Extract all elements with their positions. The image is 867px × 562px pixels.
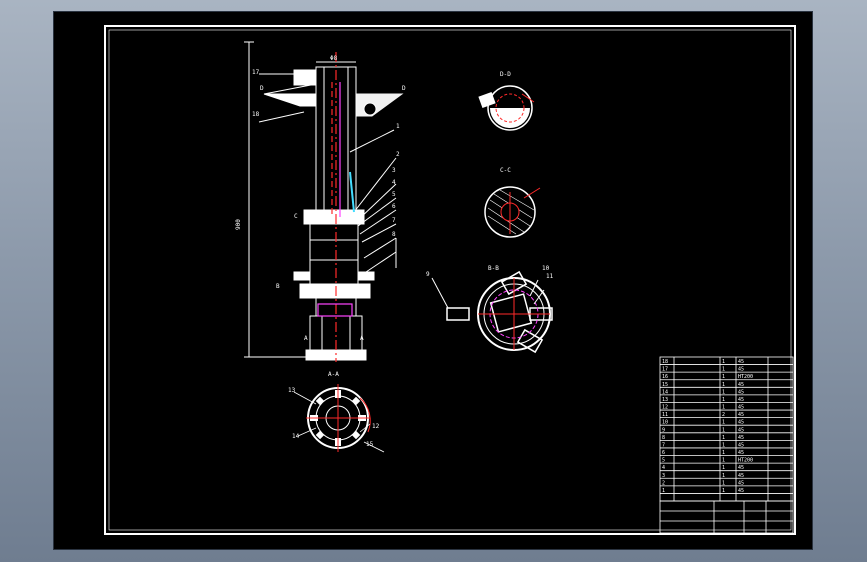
parts-table-cell: 1 [722, 480, 725, 486]
parts-table-cell: 1 [722, 420, 725, 426]
leader-3: 3 [392, 167, 396, 174]
leader-2: 2 [396, 151, 400, 158]
parts-table-cell: 45 [738, 488, 744, 494]
parts-table-cell: 1 [722, 427, 725, 433]
main-view-marks: D D C B A A Φ8 900 17 18 1 2 3 4 5 6 7 8 [235, 55, 406, 342]
leader-4: 4 [392, 179, 396, 186]
parts-table-cell: 45 [738, 389, 744, 395]
section-dd-view: D-D [478, 71, 535, 131]
parts-table-cell: 1 [722, 389, 725, 395]
leader-14: 14 [292, 433, 300, 440]
parts-table-cell: 6 [662, 450, 665, 456]
parts-table-cell: 11 [662, 412, 668, 418]
parts-table-cell: HT200 [738, 374, 753, 380]
section-bb-label: B-B [488, 265, 499, 272]
section-aa-label: A-A [328, 371, 339, 378]
leader-10: 10 [542, 265, 550, 272]
parts-table-cell: 10 [662, 420, 668, 426]
parts-table-cell: 1 [722, 465, 725, 471]
parts-table-cell: 45 [738, 435, 744, 441]
parts-table-cell: 1 [722, 405, 725, 411]
section-aa-leaders: 13 14 12 15 [288, 387, 380, 448]
parts-table-cell: 17 [662, 367, 668, 373]
leader-5: 5 [392, 191, 396, 198]
parts-table-cell: HT200 [738, 458, 753, 464]
leader-6: 6 [392, 203, 396, 210]
section-dd-label: D-D [500, 71, 511, 78]
parts-table-cell: 12 [662, 405, 668, 411]
parts-table-cell: 45 [738, 427, 744, 433]
parts-table-cell: 45 [738, 382, 744, 388]
parts-table-cell: 1 [722, 359, 725, 365]
cad-viewport[interactable]: D D C B A A Φ8 900 17 18 1 2 3 4 5 6 7 8… [54, 12, 812, 549]
parts-table-cell: 45 [738, 420, 744, 426]
mark-d-left: D [260, 85, 264, 92]
parts-table-cell: 5 [662, 458, 665, 464]
section-cc-label: C-C [500, 167, 511, 174]
sheet-outer-border [104, 25, 796, 535]
parts-table-cell: 1 [722, 397, 725, 403]
mark-a-left: A [304, 335, 308, 342]
parts-table-cell: 2 [722, 412, 725, 418]
sheet-inner-border [108, 29, 792, 531]
parts-table-cell: 45 [738, 367, 744, 373]
leader-17: 17 [252, 69, 260, 76]
parts-table-cell: 45 [738, 397, 744, 403]
parts-table-cell: 13 [662, 397, 668, 403]
parts-table-cell: 1 [722, 458, 725, 464]
parts-table-cell: 45 [738, 480, 744, 486]
parts-table-cell: 14 [662, 389, 668, 395]
parts-table-cell: 1 [722, 374, 725, 380]
leader-1: 1 [396, 123, 400, 130]
section-bb-view: B-B [431, 265, 553, 354]
section-bb-leaders: 9 10 11 [426, 265, 554, 280]
parts-table-cell: 1 [722, 488, 725, 494]
parts-table-cell: 1 [722, 473, 725, 479]
parts-table-cell: 4 [662, 465, 665, 471]
parts-table-cell: 3 [662, 473, 665, 479]
dim-top-width: Φ8 [330, 55, 338, 62]
parts-table-cell: 45 [738, 405, 744, 411]
parts-table-cell: 1 [722, 435, 725, 441]
leader-8: 8 [392, 231, 396, 238]
parts-table-cell: 1 [722, 442, 725, 448]
leader-9: 9 [426, 271, 430, 278]
parts-table-cell: 1 [722, 382, 725, 388]
cad-drawing: D D C B A A Φ8 900 17 18 1 2 3 4 5 6 7 8… [104, 25, 796, 535]
parts-table-cell: 1 [662, 488, 665, 494]
dim-overall-height: 900 [235, 219, 242, 230]
parts-table-cell: 15 [662, 382, 668, 388]
section-aa-view: A-A [293, 371, 385, 453]
title-block [659, 500, 794, 534]
parts-table-cell: 18 [662, 359, 668, 365]
parts-table-cell: 45 [738, 412, 744, 418]
mark-d-right: D [402, 85, 406, 92]
leader-7: 7 [392, 217, 396, 224]
parts-table-cell: 7 [662, 442, 665, 448]
parts-table-cell: 45 [738, 359, 744, 365]
main-assembly-accents [317, 52, 355, 362]
mark-b: B [276, 283, 280, 290]
mark-c: C [294, 213, 298, 220]
main-assembly-view [244, 41, 404, 361]
parts-table-cell: 45 [738, 442, 744, 448]
parts-table-cell: 16 [662, 374, 668, 380]
leader-15: 15 [366, 441, 374, 448]
mark-a-right: A [360, 335, 364, 342]
parts-table-cell: 45 [738, 465, 744, 471]
section-cc-view: C-C [484, 167, 541, 238]
parts-table-cell: 2 [662, 480, 665, 486]
leader-11: 11 [546, 273, 554, 280]
parts-table-cell: 1 [722, 450, 725, 456]
leader-12: 12 [372, 423, 380, 430]
leader-18: 18 [252, 111, 260, 118]
parts-table-cell: 9 [662, 427, 665, 433]
parts-table-cell: 45 [738, 450, 744, 456]
parts-table-cell: 1 [722, 367, 725, 373]
parts-table-cell: 8 [662, 435, 665, 441]
parts-table-cell: 45 [738, 473, 744, 479]
leader-13: 13 [288, 387, 296, 394]
